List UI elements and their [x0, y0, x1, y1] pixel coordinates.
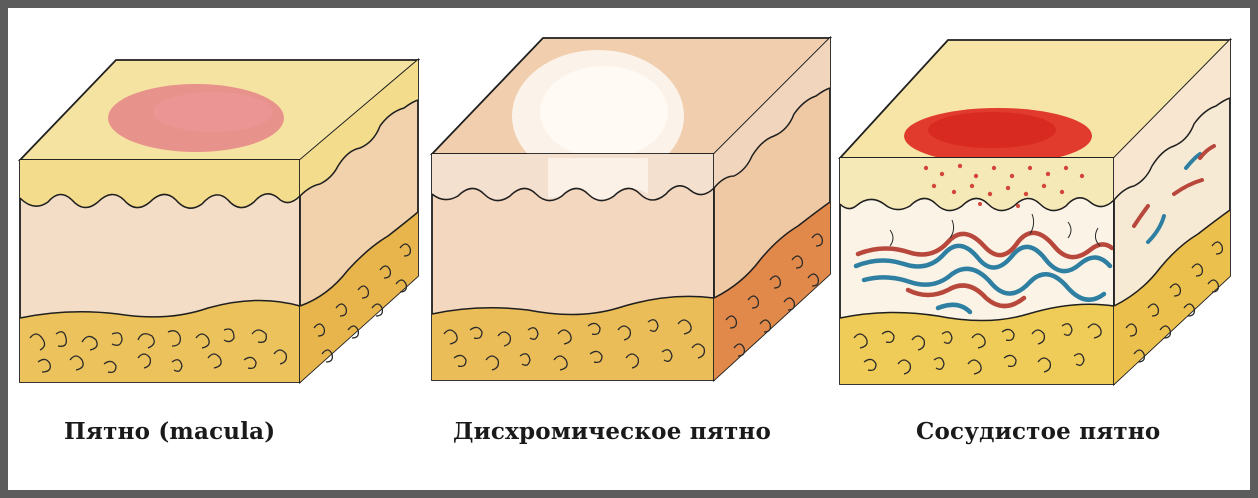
- dyschromic-skin-block: [432, 38, 830, 380]
- caption-vascular-spot: Сосудистое пятно: [916, 418, 1160, 445]
- caption-macula: Пятно (macula): [64, 418, 275, 445]
- diagram-stage: Пятно (macula) Дисхромическое пятно Сосу…: [8, 8, 1250, 490]
- caption-dyschromic-spot: Дисхромическое пятно: [453, 418, 771, 445]
- vascular-skin-block: [840, 40, 1230, 384]
- macula-skin-block: [20, 60, 418, 382]
